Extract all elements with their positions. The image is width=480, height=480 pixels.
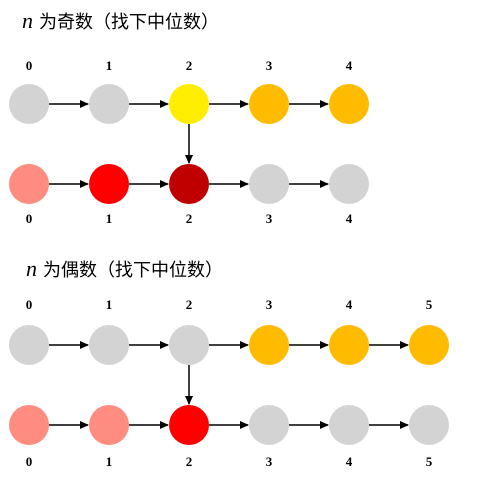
- odd-top-node-3: [249, 84, 289, 124]
- even-top-index-label-4: 4: [346, 297, 353, 312]
- odd-bottom-index-label-4: 4: [346, 211, 353, 226]
- odd-top-node-0: [9, 84, 49, 124]
- even-bottom-index-label-4: 4: [346, 454, 353, 469]
- section-odd-title-var: n: [22, 8, 33, 33]
- even-bottom-index-label-1: 1: [106, 454, 113, 469]
- odd-top-index-label-2: 2: [186, 58, 193, 73]
- even-top-index-label-1: 1: [106, 297, 113, 312]
- odd-bottom-node-1: [89, 164, 129, 204]
- odd-bottom-node-4: [329, 164, 369, 204]
- section-odd-title: n 为奇数（找下中位数）: [22, 8, 219, 34]
- even-top-node-1: [89, 325, 129, 365]
- even-bottom-node-2: [169, 405, 209, 445]
- even-top-index-label-2: 2: [186, 297, 193, 312]
- odd-top-index-label-3: 3: [266, 58, 273, 73]
- even-bottom-node-4: [329, 405, 369, 445]
- even-bottom-node-3: [249, 405, 289, 445]
- odd-bottom-index-label-2: 2: [186, 211, 193, 226]
- even-top-node-0: [9, 325, 49, 365]
- odd-top-index-label-4: 4: [346, 58, 353, 73]
- odd-bottom-node-2: [169, 164, 209, 204]
- odd-bottom-node-0: [9, 164, 49, 204]
- even-bottom-index-label-5: 5: [426, 454, 433, 469]
- odd-top-node-1: [89, 84, 129, 124]
- even-top-node-5: [409, 325, 449, 365]
- odd-bottom-index-label-0: 0: [26, 211, 33, 226]
- odd-top-index-label-0: 0: [26, 58, 33, 73]
- even-top-index-label-0: 0: [26, 297, 33, 312]
- even-bottom-index-label-2: 2: [186, 454, 193, 469]
- odd-bottom-index-label-3: 3: [266, 211, 273, 226]
- even-top-index-label-3: 3: [266, 297, 273, 312]
- odd-top-node-2: [169, 84, 209, 124]
- section-even-title: n 为偶数（找下中位数）: [26, 256, 223, 282]
- section-odd-title-text: 为奇数（找下中位数）: [39, 12, 219, 33]
- even-bottom-index-label-0: 0: [26, 454, 33, 469]
- even-top-index-label-5: 5: [426, 297, 433, 312]
- even-bottom-node-5: [409, 405, 449, 445]
- section-even-title-var: n: [26, 256, 37, 281]
- odd-bottom-index-label-1: 1: [106, 211, 113, 226]
- even-top-node-3: [249, 325, 289, 365]
- even-top-node-2: [169, 325, 209, 365]
- even-bottom-index-label-3: 3: [266, 454, 273, 469]
- section-even-title-text: 为偶数（找下中位数）: [43, 260, 223, 281]
- odd-bottom-node-3: [249, 164, 289, 204]
- even-bottom-node-0: [9, 405, 49, 445]
- even-top-node-4: [329, 325, 369, 365]
- odd-top-index-label-1: 1: [106, 58, 113, 73]
- even-bottom-node-1: [89, 405, 129, 445]
- odd-top-node-4: [329, 84, 369, 124]
